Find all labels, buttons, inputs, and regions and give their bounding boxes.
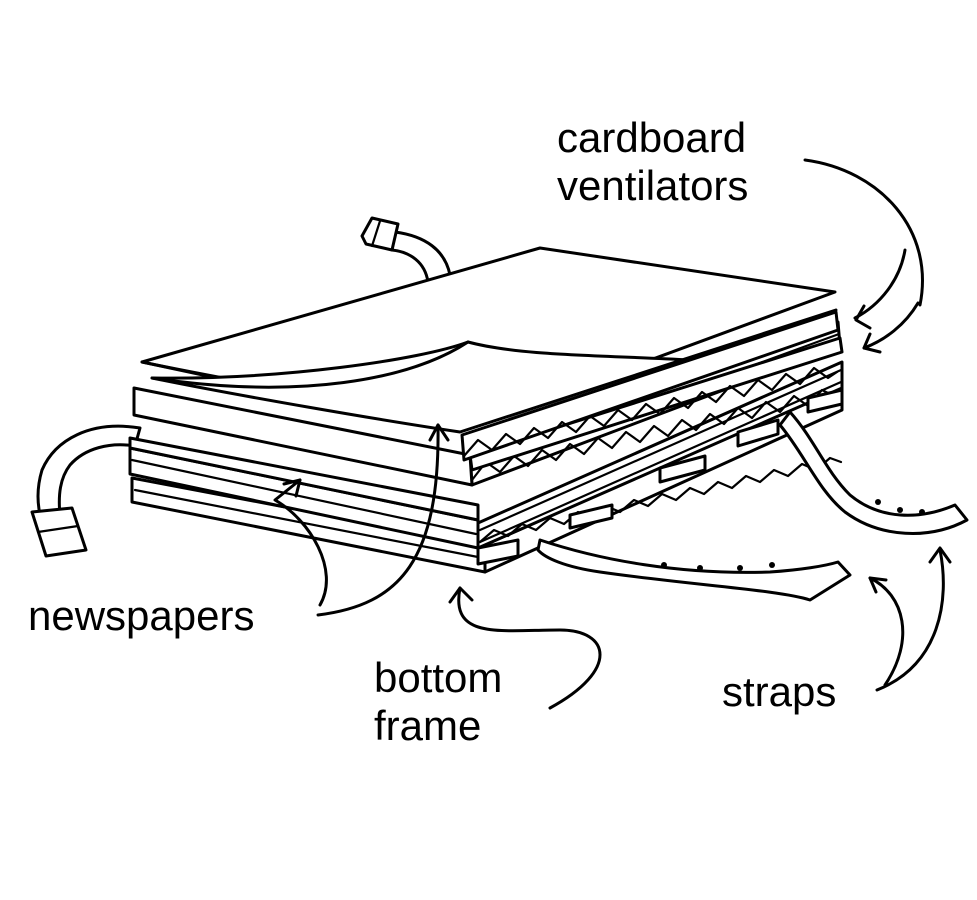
arrow-bottom-frame — [448, 586, 602, 710]
label-cardboard-line1: cardboard — [557, 114, 746, 161]
arrow-newspapers — [273, 423, 450, 617]
label-bottom-line1: bottom — [374, 654, 502, 701]
label-newspapers: newspapers — [28, 592, 254, 639]
label-ventilators-line2: ventilators — [557, 162, 748, 209]
arrow-straps — [868, 546, 952, 692]
newspaper-stack-upper — [132, 336, 844, 487]
strap-front-middle — [536, 538, 852, 602]
newspaper-stack-lower — [128, 436, 480, 550]
strap-left — [30, 424, 142, 558]
frame-feet — [476, 388, 844, 566]
cardboard-ventilator-upper — [460, 310, 840, 462]
strap-top-back — [360, 216, 452, 284]
label-frame-line2: frame — [374, 702, 481, 749]
newspaper-sheet-lifted — [150, 308, 838, 434]
label-straps: straps — [722, 668, 836, 715]
arrow-cardboard-ventilators — [803, 158, 924, 354]
strap-right — [778, 410, 969, 535]
